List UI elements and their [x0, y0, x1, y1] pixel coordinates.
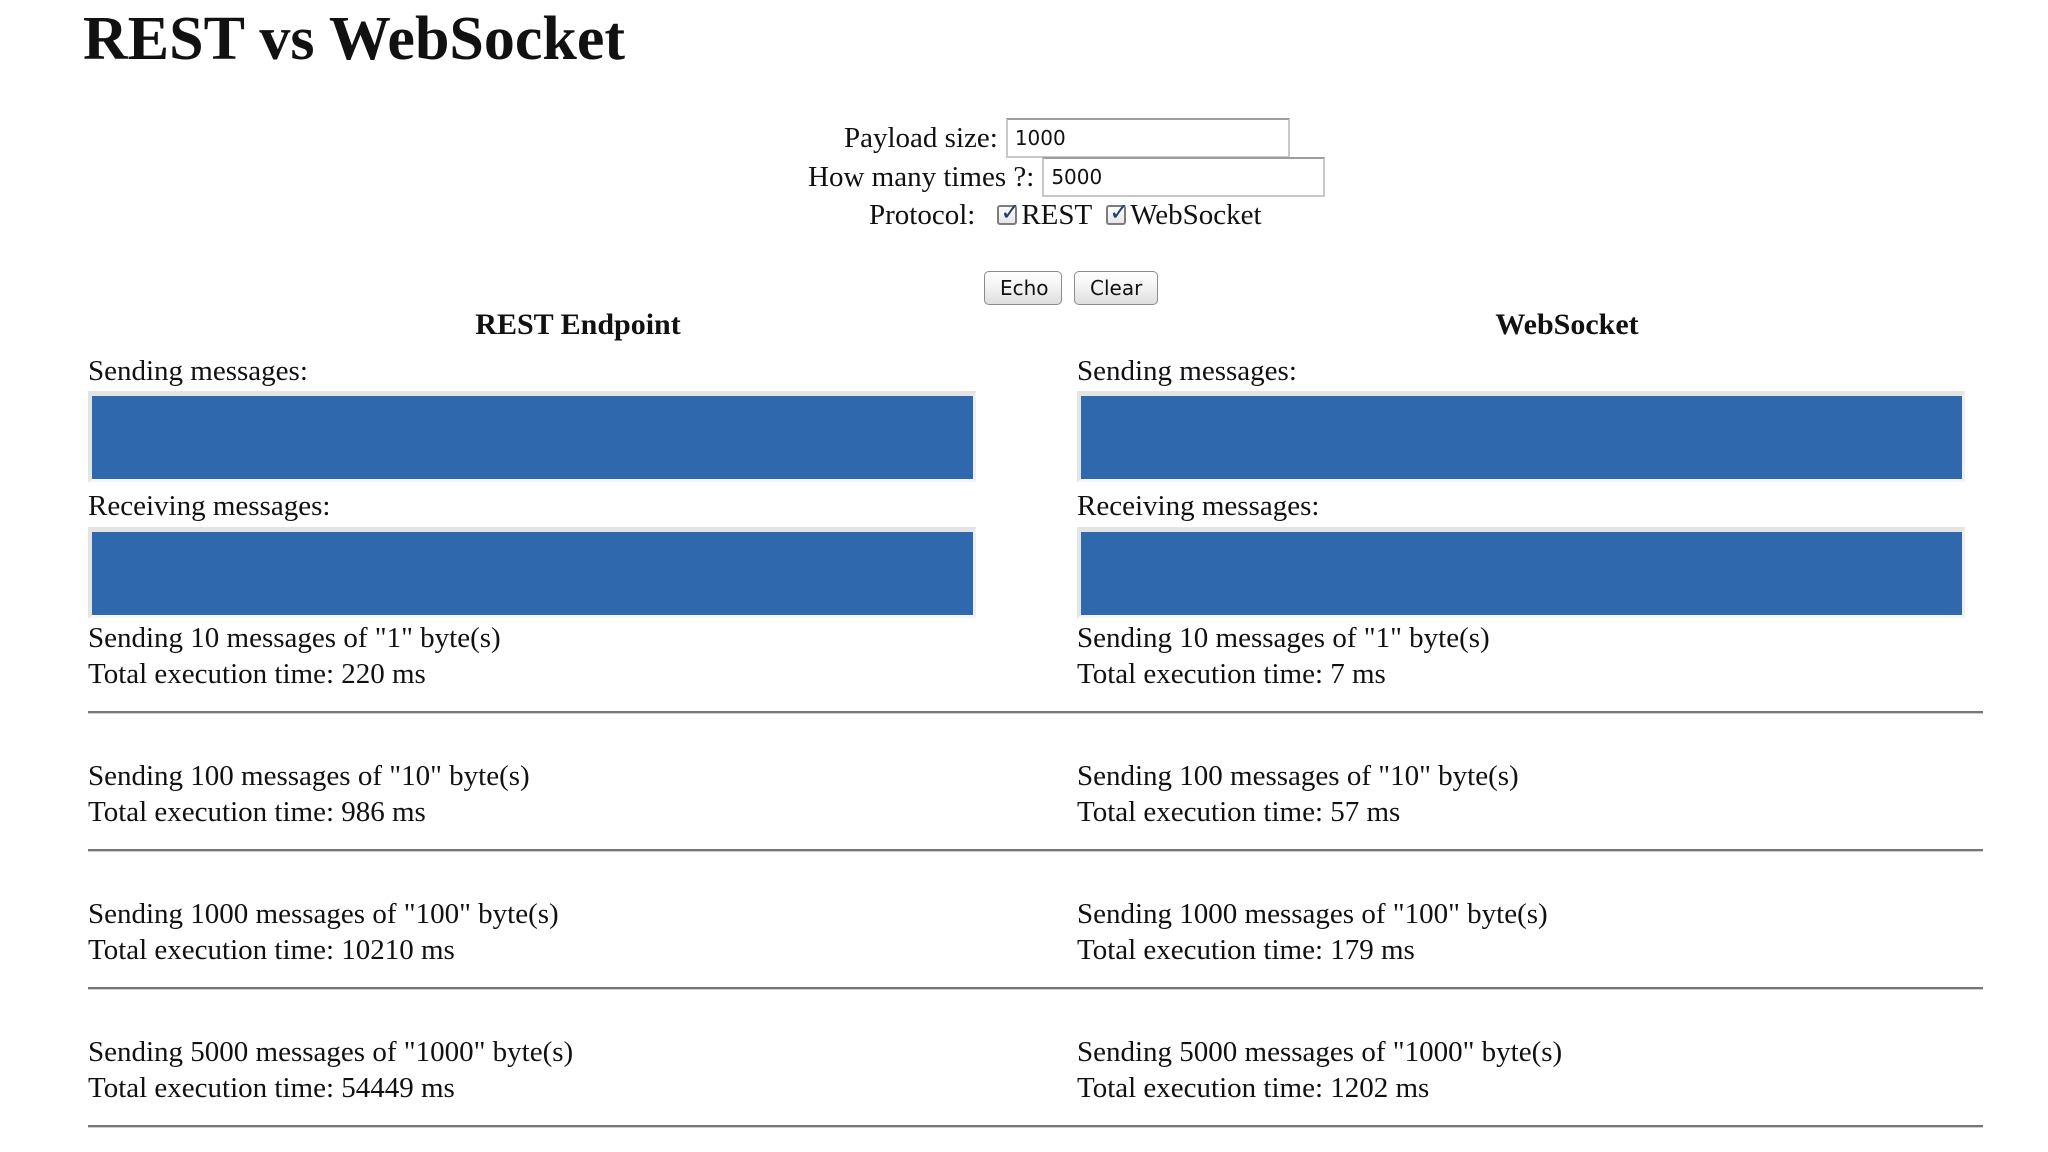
checkmark-icon: ✓ — [1000, 198, 1021, 226]
checkmark-icon: ✓ — [1109, 198, 1130, 226]
websocket-result-sending-text: Sending 1000 messages of "100" byte(s) — [1077, 898, 1548, 930]
websocket-result-sending-text: Sending 5000 messages of "1000" byte(s) — [1077, 1036, 1563, 1068]
websocket-result-divider — [1077, 987, 1983, 990]
rest-sending-messages-bar — [88, 391, 976, 482]
echo-button[interactable]: Echo — [984, 271, 1062, 305]
rest-result-time-text: Total execution time: 54449 ms — [88, 1072, 455, 1104]
websocket-result-divider — [1077, 711, 1983, 714]
websocket-panel: WebSocket Sending messages: Receiving me… — [1072, 306, 1983, 1152]
rest-endpoint-panel: REST Endpoint Sending messages: Receivin… — [83, 306, 1096, 1152]
rest-result-time-text: Total execution time: 10210 ms — [88, 934, 455, 966]
websocket-result-item: Sending 10 messages of "1" byte(s) Total… — [1077, 620, 1983, 758]
websocket-sending-messages-label: Sending messages: — [1077, 355, 1297, 387]
repeat-count-label: How many times ?: — [808, 161, 1035, 193]
rest-result-divider — [88, 987, 1096, 990]
websocket-heading: WebSocket — [1495, 308, 1639, 341]
repeat-count-row: How many times ?: — [808, 157, 1326, 197]
rest-receiving-messages-label: Receiving messages: — [88, 490, 331, 522]
rest-result-divider — [88, 1125, 1096, 1128]
rest-result-divider — [88, 711, 1096, 714]
rest-protocol-label: REST — [1021, 199, 1093, 231]
websocket-result-time-text: Total execution time: 179 ms — [1077, 934, 1415, 966]
rest-result-item: Sending 100 messages of "10" byte(s) Tot… — [88, 758, 1096, 896]
websocket-result-time-text: Total execution time: 7 ms — [1077, 658, 1386, 690]
rest-result-sending-text: Sending 10 messages of "1" byte(s) — [88, 622, 501, 654]
rest-protocol-option[interactable]: ✓ REST — [997, 197, 1092, 233]
payload-size-row: Payload size: — [844, 118, 1290, 158]
rest-endpoint-heading: REST Endpoint — [475, 308, 681, 341]
rest-result-sending-text: Sending 5000 messages of "1000" byte(s) — [88, 1036, 574, 1068]
websocket-protocol-option[interactable]: ✓ WebSocket — [1106, 197, 1262, 233]
rest-result-divider — [88, 849, 1096, 852]
rest-result-sending-text: Sending 1000 messages of "100" byte(s) — [88, 898, 559, 930]
websocket-result-time-text: Total execution time: 1202 ms — [1077, 1072, 1430, 1104]
payload-size-input[interactable] — [1005, 118, 1290, 158]
websocket-result-divider — [1077, 849, 1983, 852]
payload-size-label: Payload size: — [844, 122, 998, 154]
rest-result-item: Sending 10 messages of "1" byte(s) Total… — [88, 620, 1096, 758]
websocket-sending-messages-bar — [1077, 391, 1965, 482]
protocol-row: Protocol: ✓ REST ✓ WebSocket — [869, 197, 1262, 233]
clear-button[interactable]: Clear — [1074, 271, 1158, 305]
rest-checkbox[interactable]: ✓ — [997, 198, 1020, 226]
websocket-protocol-label: WebSocket — [1130, 199, 1262, 231]
rest-result-item: Sending 5000 messages of "1000" byte(s) … — [88, 1034, 1096, 1152]
protocol-label: Protocol: — [869, 199, 976, 231]
repeat-count-input[interactable] — [1042, 157, 1326, 197]
page-title: REST vs WebSocket — [83, 5, 626, 73]
rest-result-time-text: Total execution time: 220 ms — [88, 658, 426, 690]
websocket-receiving-messages-label: Receiving messages: — [1077, 490, 1320, 522]
rest-result-item: Sending 1000 messages of "100" byte(s) T… — [88, 896, 1096, 1034]
websocket-result-item: Sending 100 messages of "10" byte(s) Tot… — [1077, 758, 1983, 896]
websocket-result-time-text: Total execution time: 57 ms — [1077, 796, 1401, 828]
rest-sending-messages-label: Sending messages: — [88, 355, 308, 387]
websocket-result-item: Sending 5000 messages of "1000" byte(s) … — [1077, 1034, 1983, 1152]
websocket-receiving-messages-bar — [1077, 527, 1965, 618]
rest-receiving-messages-bar — [88, 527, 976, 618]
websocket-checkbox[interactable]: ✓ — [1106, 198, 1129, 226]
websocket-result-sending-text: Sending 10 messages of "1" byte(s) — [1077, 622, 1490, 654]
websocket-result-sending-text: Sending 100 messages of "10" byte(s) — [1077, 760, 1519, 792]
rest-result-sending-text: Sending 100 messages of "10" byte(s) — [88, 760, 530, 792]
rest-result-time-text: Total execution time: 986 ms — [88, 796, 426, 828]
websocket-result-divider — [1077, 1125, 1983, 1128]
rest-results-list: Sending 10 messages of "1" byte(s) Total… — [88, 620, 1096, 1152]
websocket-result-item: Sending 1000 messages of "100" byte(s) T… — [1077, 896, 1983, 1034]
websocket-results-list: Sending 10 messages of "1" byte(s) Total… — [1077, 620, 1983, 1152]
